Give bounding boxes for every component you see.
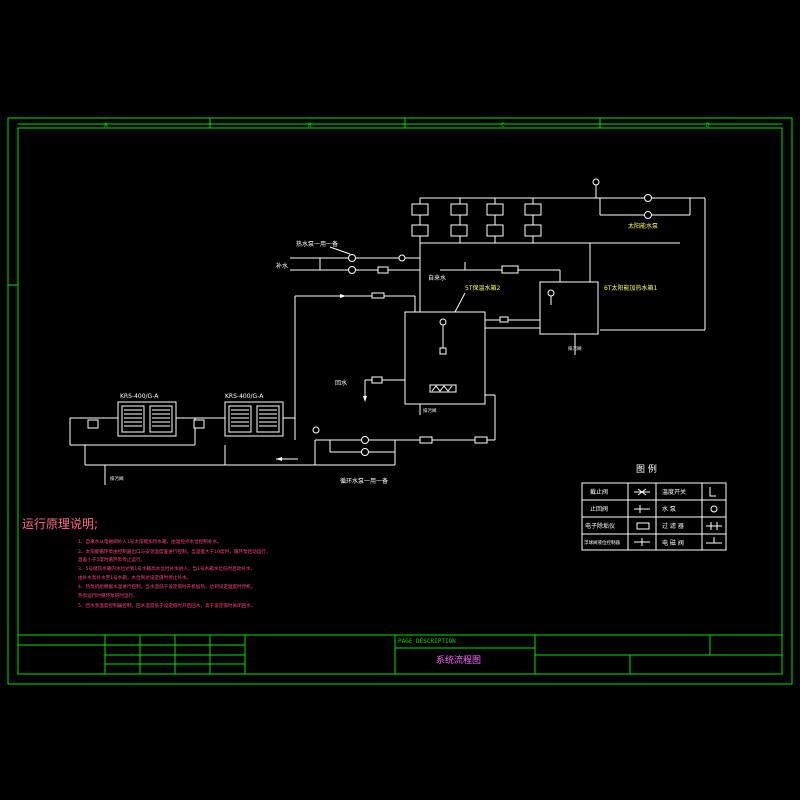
solar-panel — [411, 203, 429, 216]
solar-panel — [486, 203, 504, 216]
operation-notes: 运行原理说明; 1、自来水从电磁阀补入1号太阳能加热水箱，由温控点水位控制补水。… — [22, 516, 271, 609]
svg-text:排污阀: 排污阀 — [568, 345, 582, 352]
solar-pump-label: 太阳能水泵 — [628, 222, 658, 230]
solar-panel — [524, 203, 542, 216]
pump-icon — [644, 211, 652, 219]
legend-row-4-left: 浮球阀液位控制器 — [584, 539, 620, 546]
heat-pump-unit-1: KRS-400/G-A — [117, 393, 177, 437]
note-line-1: 1、自来水从电磁阀补入1号太阳能加热水箱，由温控点水位控制补水。 — [78, 538, 222, 545]
pump-icon — [348, 254, 356, 262]
makeup-water-label: 补水 — [276, 262, 288, 270]
note-line-7: 热泵运行时循环泵同时运行。 — [78, 592, 138, 599]
thermometer-icon — [312, 426, 320, 434]
legend-row-3-left: 电子除垢仪 — [585, 522, 615, 530]
hot-pump-label: 热水泵一用一备 — [296, 240, 338, 248]
drawing-title: 系统流程图 — [436, 654, 481, 666]
thermometer-icon — [592, 178, 600, 186]
legend-row-1-right: 温度开关 — [662, 488, 686, 496]
storage-tank-label: 5T保温水箱2 — [465, 284, 500, 292]
legend-title: 图 例 — [636, 463, 657, 475]
filter-icon — [706, 522, 722, 530]
note-line-6: 4、热泵机组根据水温进行控制，当水温低于设定值时开机加热，达到设定温度时停机， — [78, 583, 256, 590]
heat-pump-unit-2: KRS-400/G-A — [224, 393, 284, 437]
hot-water-pump-group: 热水泵一用一备 补水 自来水 — [276, 240, 561, 312]
storage-tank: 5T保温水箱2 排污阀 — [404, 284, 500, 415]
title-block: PAGE DESCRIPTION 系统流程图 — [18, 634, 782, 674]
circulation-pump-label: 循环水泵一用一备 — [340, 477, 388, 485]
legend-row-1-left: 截止阀 — [590, 488, 608, 496]
heat-exchanger-icon — [429, 384, 457, 393]
note-line-3: 温差小于5度时循环泵停止运行。 — [78, 556, 145, 563]
note-line-2: 2、太阳能循环泵由控制器出口与安装温度差进行控制，当温差大于10度时，循环泵启动… — [78, 548, 271, 555]
pump-icon — [361, 436, 369, 444]
legend-row-4-right: 电 磁 阀 — [662, 539, 684, 547]
solar-panel — [486, 224, 504, 237]
solenoid-valve-icon — [706, 537, 722, 544]
notes-title: 运行原理说明; — [22, 516, 98, 531]
heat-pump-piping: 排污阀 — [69, 417, 395, 485]
solar-collector-array — [411, 197, 705, 244]
solar-tank-label: 6T太阳能加热水箱1 — [604, 284, 657, 292]
pump-icon — [644, 194, 652, 202]
descaler-icon — [636, 522, 650, 530]
unit-1-label: KRS-400/G-A — [120, 393, 159, 400]
pump-icon — [361, 448, 369, 456]
circulation-pump-group: 循环水泵一用一备 — [312, 394, 496, 485]
note-line-4: 3、5号储热水箱内水位达到1号水箱高水位时补水进入，当1号水箱水位低时启动补水， — [78, 565, 255, 572]
column-label-b: B — [308, 122, 312, 129]
return-water-line: 回水 — [335, 376, 405, 402]
tank-connection — [485, 316, 540, 329]
solar-heating-tank: 6T太阳能加热水箱1 排污阀 — [539, 243, 657, 355]
supply-line — [294, 292, 416, 440]
svg-text:排污阀: 排污阀 — [423, 407, 437, 414]
float-valve-icon — [439, 318, 447, 326]
float-control-icon — [634, 538, 650, 546]
float-valve-icon — [547, 289, 555, 297]
legend-row-2-right: 水 泵 — [662, 505, 676, 513]
note-line-8: 5、回水泵温度控制器控制，回水温度低于设定值时开启回水，高于设定值时关闭回水。 — [78, 602, 256, 609]
pump-icon — [348, 266, 356, 274]
column-labels: A B C D — [104, 122, 710, 129]
legend-row-2-left: 止回阀 — [590, 505, 608, 513]
legend-row-3-right: 过 滤 器 — [662, 522, 684, 530]
drawing-frame — [7, 117, 793, 685]
pump-icon — [710, 505, 718, 513]
legend: 图 例 截止阀 温度开关 止回阀 水 泵 电子除垢仪 过 滤 器 浮球阀液位控制… — [581, 463, 727, 551]
unit-2-label: KRS-400/G-A — [225, 393, 264, 400]
solar-panel — [450, 224, 468, 237]
solar-panel — [524, 224, 542, 237]
solar-pump-group: 太阳能水泵 — [592, 178, 706, 331]
note-line-5: 由补水泵补水至1号水箱，水位到达设定值时停止补水。 — [78, 574, 191, 581]
thermometer-icon — [398, 254, 406, 262]
temp-switch-icon — [709, 487, 716, 497]
column-label-d: D — [706, 122, 710, 129]
page-description-label: PAGE DESCRIPTION — [398, 638, 456, 645]
gate-valve-icon — [634, 488, 650, 496]
column-label-c: C — [501, 122, 505, 129]
column-label-a: A — [104, 122, 108, 129]
return-water-label: 回水 — [335, 379, 347, 387]
check-valve-icon — [634, 505, 650, 513]
svg-text:排污阀: 排污阀 — [110, 475, 124, 482]
cold-water-label: 自来水 — [428, 274, 446, 282]
solar-panel — [411, 224, 429, 237]
solar-panel — [450, 203, 468, 216]
